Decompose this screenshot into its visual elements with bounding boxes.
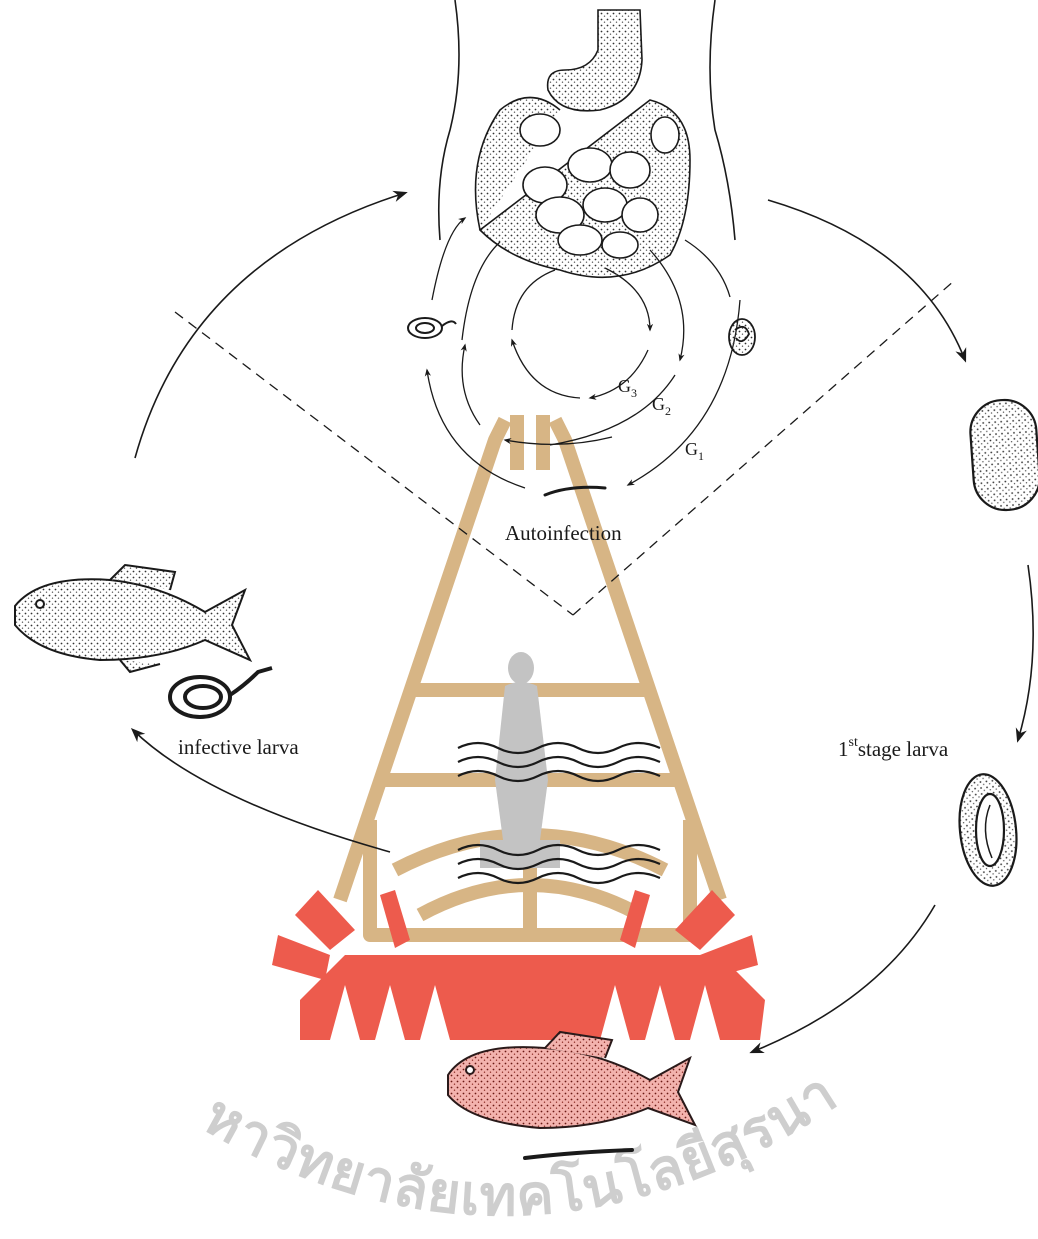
infective-larva-label: infective larva bbox=[178, 735, 299, 759]
g1-label: G1 bbox=[685, 439, 704, 463]
arrow-egg-to-larva bbox=[1018, 565, 1033, 740]
first-stage-larva-label: 1ststage larva bbox=[838, 735, 949, 761]
arrow-fish-to-human bbox=[135, 193, 405, 458]
small-egg-icon bbox=[729, 319, 755, 355]
arrow-human-to-egg bbox=[768, 200, 965, 360]
fish-icon bbox=[15, 565, 250, 672]
egg-with-larva-icon bbox=[954, 771, 1021, 888]
infective-larva-icon bbox=[170, 668, 272, 717]
autoinfection-label: Autoinfection bbox=[505, 521, 622, 545]
bottom-fish-icon bbox=[448, 1032, 695, 1128]
g2-label: G2 bbox=[652, 394, 671, 418]
human-abdomen-intestine-icon bbox=[439, 0, 735, 277]
egg-icon bbox=[968, 398, 1038, 512]
g3-label: G3 bbox=[618, 376, 637, 400]
life-cycle-arrows bbox=[133, 193, 1033, 1052]
coiled-larva-icon bbox=[408, 318, 456, 338]
arrow-larva-to-fish bbox=[752, 905, 935, 1052]
